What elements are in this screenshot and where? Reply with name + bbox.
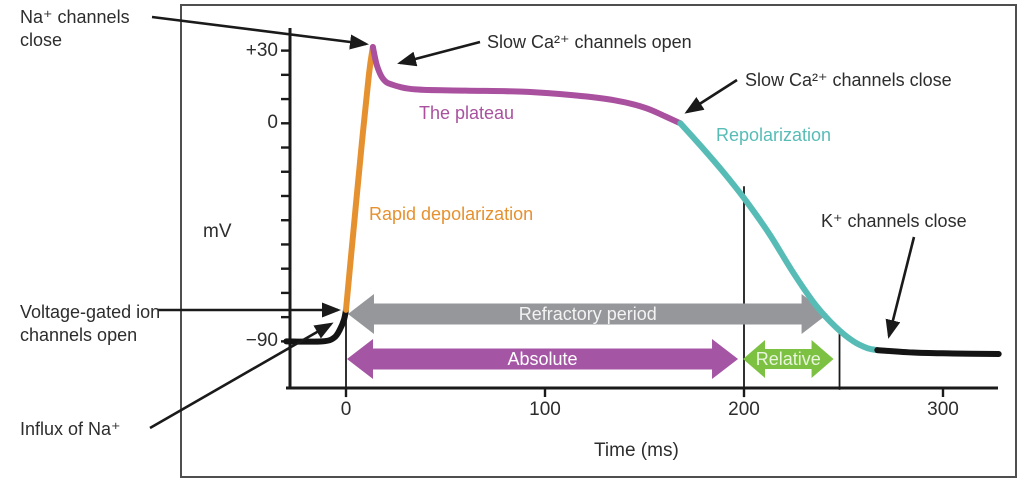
label-slow-ca-open: Slow Ca²⁺ channels open [487, 32, 692, 52]
curve-segment-resting [283, 306, 349, 345]
x-tick-label: 100 [529, 399, 561, 420]
curve-segment-rapid-depolarization [343, 44, 376, 313]
y-axis-unit: mV [203, 221, 232, 242]
period-arrows [346, 294, 834, 379]
x-tick-label: 300 [927, 399, 959, 420]
x-tick-label: 0 [340, 399, 352, 420]
label-slow-ca-close: Slow Ca²⁺ channels close [745, 70, 952, 90]
action-potential-curve [283, 43, 1002, 357]
period-arrow-label: Relative [755, 349, 821, 369]
period-arrow-refractory-period [347, 294, 828, 334]
label-repolarization: Repolarization [716, 125, 832, 145]
label-k-channels-close: K⁺ channels close [821, 211, 967, 231]
na-channels-close-arrow [151, 15, 369, 50]
x-axis-title: Time (ms) [594, 440, 679, 461]
curve-segment-plateau [369, 43, 684, 127]
x-tick-label: 200 [728, 399, 760, 420]
label-rapid-depolarization: Rapid depolarization [369, 204, 534, 224]
annotation-arrows [149, 15, 916, 430]
period-arrow-label: Refractory period [518, 304, 657, 324]
label-voltage-gated-open: Voltage-gated ion channels open [20, 302, 161, 345]
period-arrow-label: Absolute [507, 349, 578, 369]
k-channels-close-arrow [885, 236, 916, 339]
label-na-channels-close: Na⁺ channels close [20, 7, 130, 50]
curve-segment-repolarization [677, 120, 881, 354]
y-tick-label: 0 [267, 112, 278, 134]
curve-segment-return-to-rest [874, 347, 1002, 357]
axes [281, 28, 998, 397]
y-tick-label: −90 [245, 330, 278, 352]
period-arrow-absolute [346, 339, 739, 379]
period-arrow-relative [743, 340, 834, 378]
influx-na-arrow [149, 322, 334, 430]
label-influx-na: Influx of Na⁺ [20, 419, 121, 439]
y-tick-label: +30 [245, 39, 278, 61]
slow-ca-close-arrow [684, 78, 738, 114]
figure-border [180, 4, 1017, 478]
slow-ca-open-arrow [397, 40, 481, 67]
label-the-plateau: The plateau [419, 103, 515, 123]
